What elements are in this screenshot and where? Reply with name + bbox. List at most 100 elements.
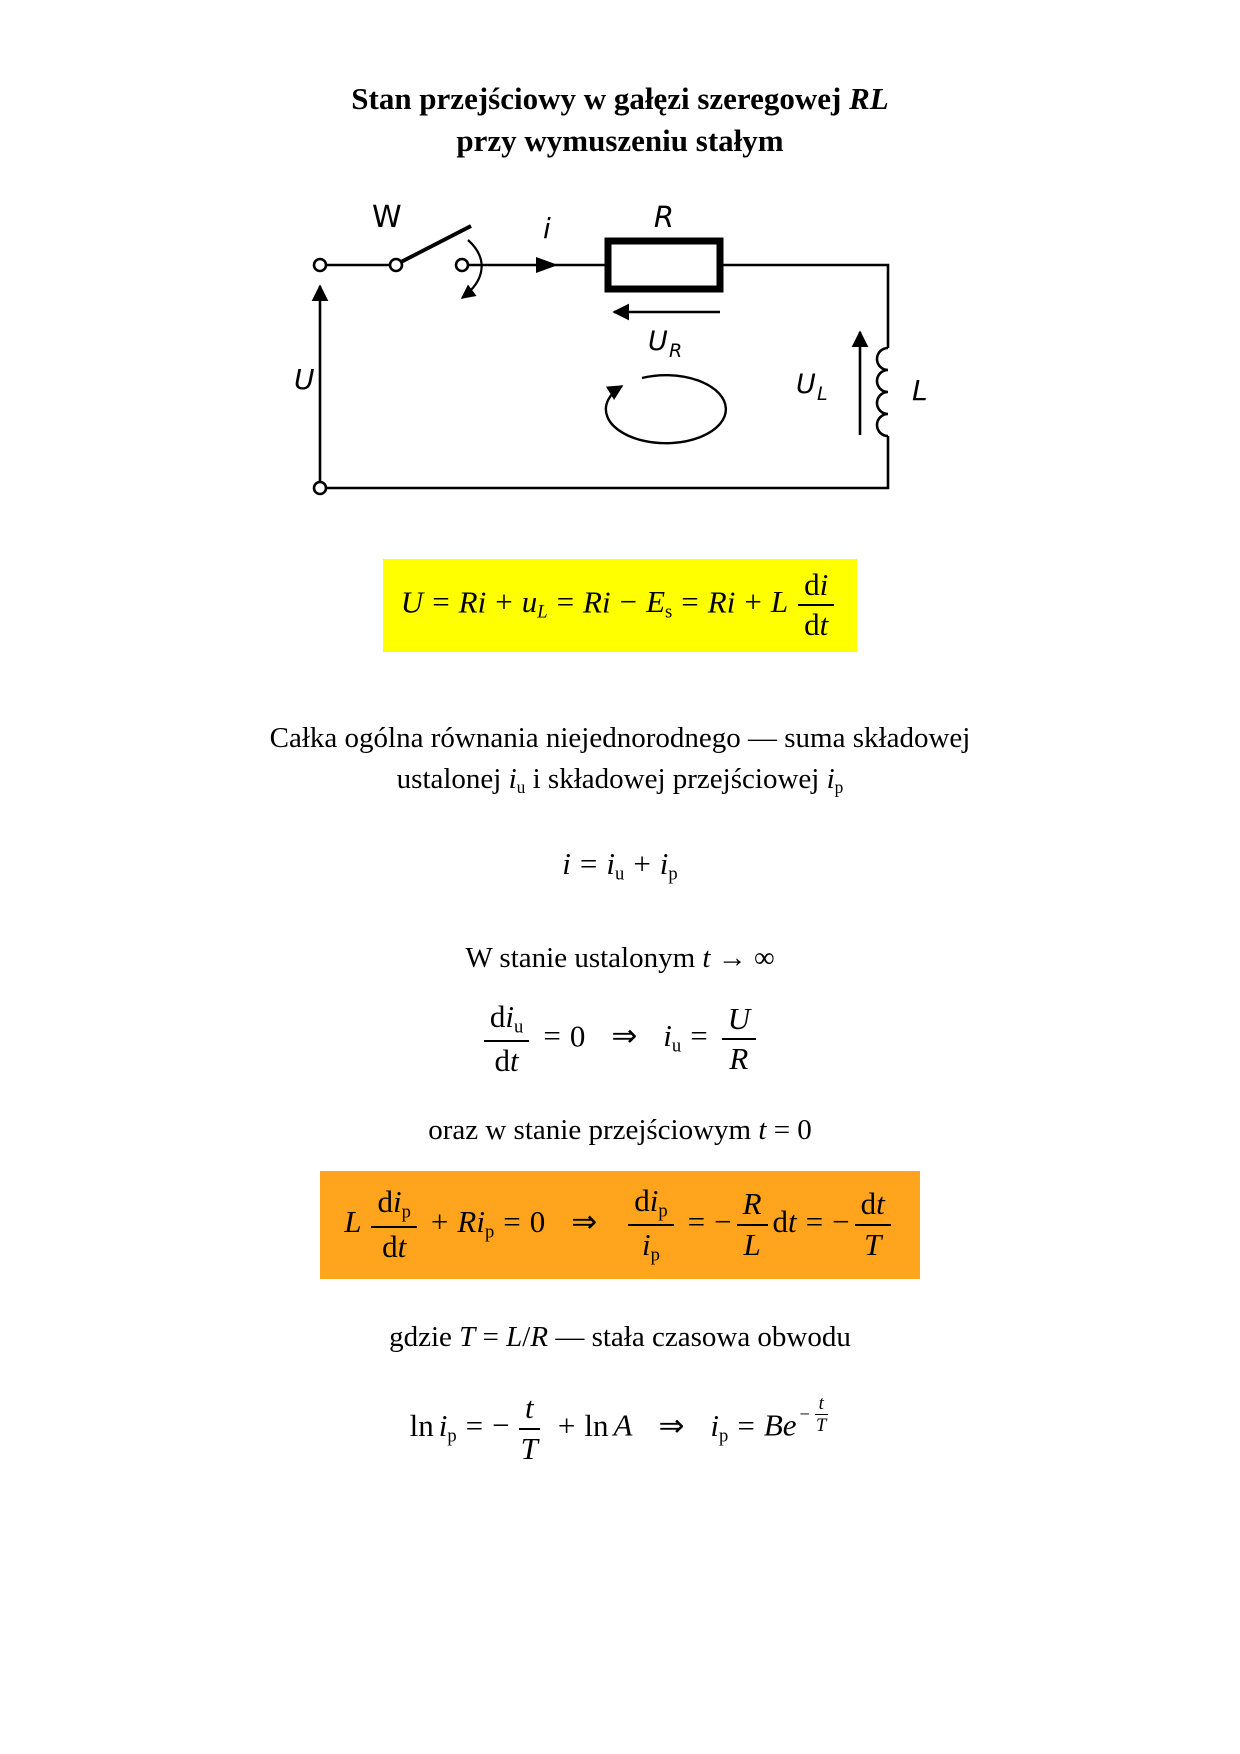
math-token: = <box>773 1113 791 1146</box>
math-subscript: u <box>615 863 625 885</box>
transient-state-text: oraz w stanie przejściowym <box>428 1113 752 1146</box>
ul-label: U <box>796 369 816 400</box>
implies-symbol: ⇒ <box>571 1203 598 1239</box>
math-token: − <box>714 1203 732 1239</box>
math-token: = <box>805 1203 824 1239</box>
math-token: iu <box>606 846 624 885</box>
math-token: + <box>633 846 651 882</box>
inductor-symbol <box>875 346 889 437</box>
math-token: Ri <box>458 584 487 620</box>
math-token: i <box>438 1407 448 1443</box>
terminal-top-left <box>312 257 328 272</box>
inductor-label: L <box>912 374 928 407</box>
source-label: U <box>294 363 315 396</box>
fraction-denominator: R <box>729 1041 749 1077</box>
math-token: d <box>494 1042 511 1078</box>
math-token: L <box>344 1203 362 1239</box>
math-token: uL <box>522 584 548 623</box>
math-token: 0 <box>529 1203 546 1239</box>
math-token: dt <box>773 1204 797 1239</box>
math-token: i <box>826 762 835 795</box>
math-token: R <box>530 1320 549 1353</box>
fraction-numerator: U <box>721 1002 757 1041</box>
paragraph-line-2-mid: i składowej przejściowej <box>532 762 820 795</box>
math-token: U <box>400 584 424 620</box>
fraction-numerator: dt <box>854 1187 891 1226</box>
resistor-label: R <box>654 200 674 234</box>
fraction-denominator: dt <box>798 606 834 642</box>
time-constant-post: — stała czasowa obwodu <box>555 1320 851 1353</box>
math-token: L <box>770 584 789 620</box>
ur-label: U <box>648 326 668 357</box>
loop-arrow <box>604 373 728 445</box>
fraction-numerator: dip <box>628 1184 674 1226</box>
math-token: ip <box>710 1408 728 1447</box>
fraction-denominator: T <box>520 1430 538 1466</box>
math-token: L/R <box>506 1321 548 1353</box>
math-token: = <box>543 1018 561 1054</box>
math-token: − <box>492 1407 510 1443</box>
fraction-numerator: di <box>798 566 835 607</box>
math-token: − <box>619 584 638 620</box>
math-token: − <box>832 1203 850 1239</box>
switch-blade <box>398 223 472 265</box>
fraction-numerator: t <box>518 1391 540 1430</box>
circuit-diagram: W i R U R U U L L <box>290 200 950 517</box>
math-token: i <box>641 1226 651 1262</box>
math-token: d <box>804 607 820 643</box>
math-subscript: p <box>484 1221 495 1243</box>
equation-current-sum: i=iu+ip <box>562 846 677 886</box>
implies-symbol: ⇒ <box>611 1018 638 1054</box>
math-token: 0 <box>797 1113 812 1146</box>
fraction-denominator: T <box>816 1415 827 1437</box>
fraction-numerator: diu <box>483 998 530 1042</box>
fraction-denominator: dt <box>376 1228 412 1264</box>
math-subscript: s <box>665 601 673 623</box>
math-token: ip <box>660 846 678 885</box>
switch-pivot-terminal <box>388 257 404 272</box>
math-token: = <box>482 1320 499 1353</box>
math-token: i <box>505 998 515 1034</box>
math-token: = <box>503 1203 521 1239</box>
math-token: + <box>430 1203 449 1239</box>
math-token: E <box>646 584 666 620</box>
math-token: d <box>377 1184 393 1220</box>
terminal-bottom-left <box>312 480 328 495</box>
math-token: ip <box>826 762 844 797</box>
wire-bottom <box>326 435 890 489</box>
math-token: i <box>819 566 829 602</box>
title-line-2: przy wymuszeniu stałym <box>456 122 784 158</box>
math-token: t <box>702 941 711 974</box>
math-token: T <box>459 1320 476 1353</box>
implies-symbol: ⇒ <box>658 1407 685 1443</box>
math-token: i <box>508 762 517 795</box>
math-subscript: p <box>658 1200 668 1222</box>
steady-state-caption: W stanie ustalonym t → ∞ <box>0 938 1240 979</box>
title-rl: RL <box>849 81 889 116</box>
math-token: iu <box>663 1018 681 1057</box>
math-token: t <box>510 1042 519 1078</box>
math-token: = <box>432 584 450 620</box>
math-subscript: u <box>516 777 526 798</box>
math-token: / <box>522 1320 531 1353</box>
math-token: = <box>556 584 575 620</box>
time-constant-caption: gdzie T = L/R — stała czasowa obwodu <box>0 1317 1240 1358</box>
ur-label-sub: R <box>669 340 682 362</box>
math-subscript: L <box>537 601 548 623</box>
paragraph-line-1: Całka ogólna równania niejednorodnego — … <box>269 721 971 754</box>
math-token: Es <box>646 584 672 623</box>
